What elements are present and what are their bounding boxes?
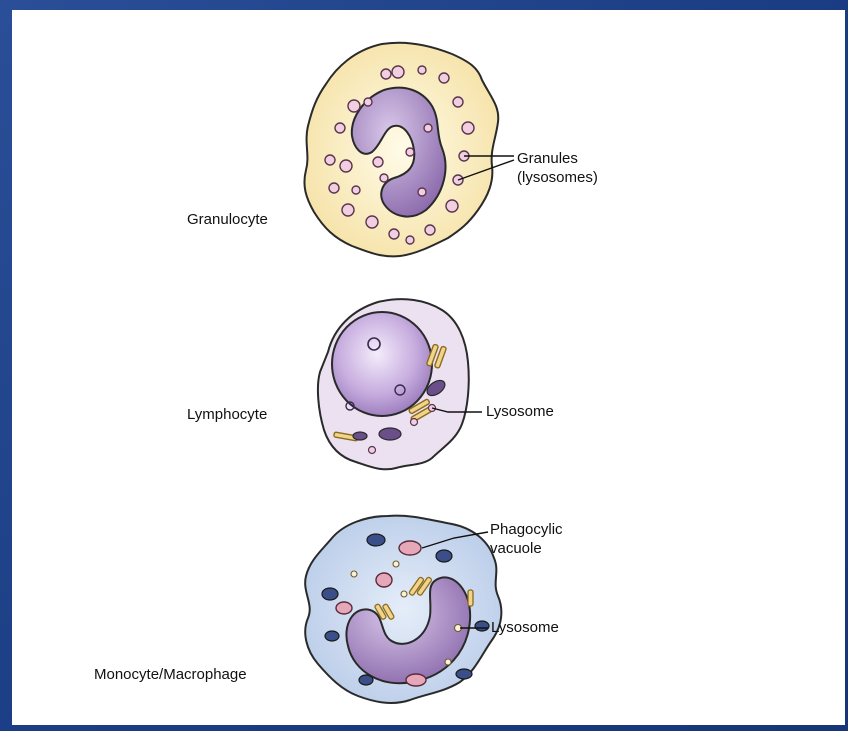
granule [366,216,378,228]
lysosome [411,419,418,426]
lysosome [401,591,407,597]
mitochondrion [353,432,367,440]
granule [418,66,426,74]
mitochondrion [379,428,401,440]
lysosome [393,561,399,567]
mitochondrion [367,534,385,546]
granule [348,100,360,112]
granule [325,155,335,165]
granule [462,122,474,134]
lymphocyte-cell [318,299,482,469]
granule [392,66,404,78]
granule [453,97,463,107]
phagocytic-label-line2: vacuole [490,540,542,558]
granule [335,123,345,133]
granule [329,183,339,193]
phagocytic-vacuole [336,602,352,614]
granule [439,73,449,83]
granules-label-line2: (lysosomes) [517,169,598,187]
granule [425,225,435,235]
lysosome [369,447,376,454]
golgi-stack [468,590,473,606]
lymphocyte-nucleus [332,312,432,416]
lysosome [351,571,357,577]
granule [340,160,352,172]
granule [446,200,458,212]
granule [364,98,372,106]
lymphocyte-lysosome-label: Lysosome [486,403,554,421]
granule [373,157,383,167]
granulocyte-label: Granulocyte [187,211,268,229]
mitochondrion [325,631,339,641]
monocyte-cell [305,516,501,703]
phagocytic-label-line1: Phagocylic [490,521,563,539]
granule [406,148,414,156]
phagocytic-vacuole [376,573,392,587]
lysosome [445,659,451,665]
mitochondrion [359,675,373,685]
granule [352,186,360,194]
granule [342,204,354,216]
phagocytic-vacuole [399,541,421,555]
granule [380,174,388,182]
monocyte-lysosome-label: Lysosome [491,619,559,637]
mitochondrion [436,550,452,562]
granule [424,124,432,132]
lymphocyte-label: Lymphocyte [187,406,267,424]
figure-panel: Granulocyte Lymphocyte Monocyte/Macropha… [12,10,845,725]
granule [418,188,426,196]
granule [389,229,399,239]
granule [406,236,414,244]
monocyte-label: Monocyte/Macrophage [94,666,247,684]
phagocytic-vacuole [406,674,426,686]
granulocyte-cell [304,43,514,257]
mitochondrion [322,588,338,600]
mitochondrion [456,669,472,679]
cell-diagram [12,10,845,725]
granules-label-line1: Granules [517,150,578,168]
granule [381,69,391,79]
mitochondrion [475,621,489,631]
